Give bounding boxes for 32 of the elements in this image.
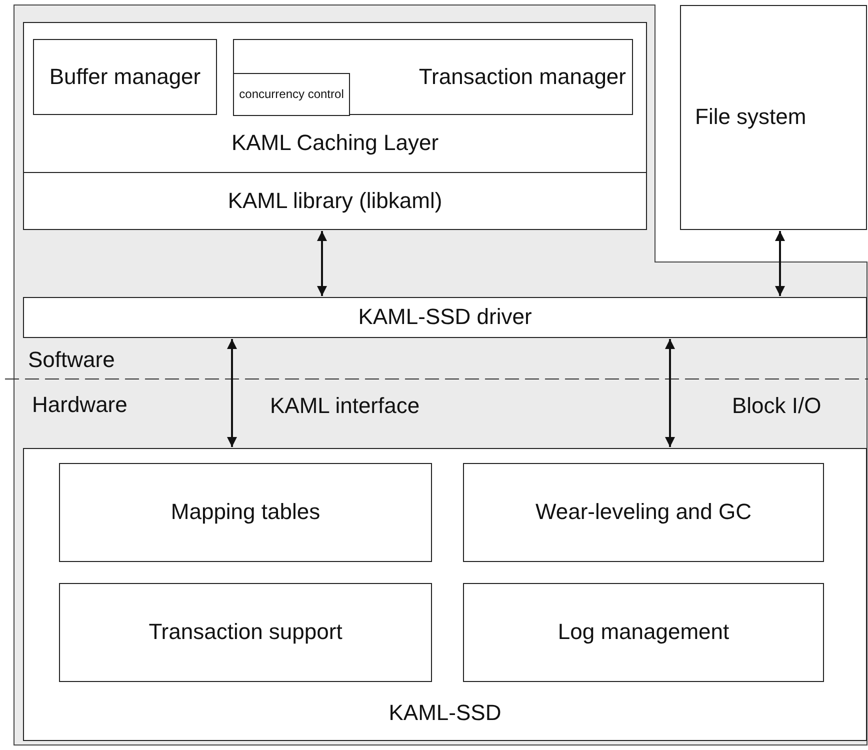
box-label: KAML Caching Layer <box>231 130 439 156</box>
layer-box <box>23 22 647 173</box>
double-arrow <box>317 231 327 296</box>
device-box <box>23 448 867 741</box>
layer-label: Hardware <box>32 392 128 418</box>
box-label: Transaction manager <box>418 64 626 90</box>
module-box <box>463 463 824 562</box>
double-arrow <box>227 339 237 447</box>
double-arrow <box>665 339 675 447</box>
box-label: Log management <box>558 619 730 646</box>
module-box <box>33 39 217 115</box>
box-label: KAML library (libkaml) <box>228 188 442 214</box>
box-label: Wear-leveling and GC <box>535 499 752 526</box>
module-box <box>463 583 824 682</box>
module-box <box>59 463 432 562</box>
box-label: KAML-SSD driver <box>358 304 532 331</box>
layer-label: Software <box>28 347 115 373</box>
box-label: File system <box>695 104 806 131</box>
box-label: Buffer manager <box>49 64 201 90</box>
box-label: Mapping tables <box>170 499 320 526</box>
double-arrow <box>775 231 785 296</box>
layer-box <box>23 297 867 338</box>
box-label: Transaction support <box>148 619 342 646</box>
module-box <box>233 73 350 116</box>
module-box <box>59 583 432 682</box>
interface-label: KAML interface <box>270 393 420 419</box>
layer-box <box>23 172 647 230</box>
module-box <box>233 39 633 115</box>
box-label: concurrency control <box>239 87 344 102</box>
layer-box <box>680 5 867 230</box>
box-label: KAML-SSD <box>388 700 502 726</box>
interface-label: Block I/O <box>732 393 822 419</box>
